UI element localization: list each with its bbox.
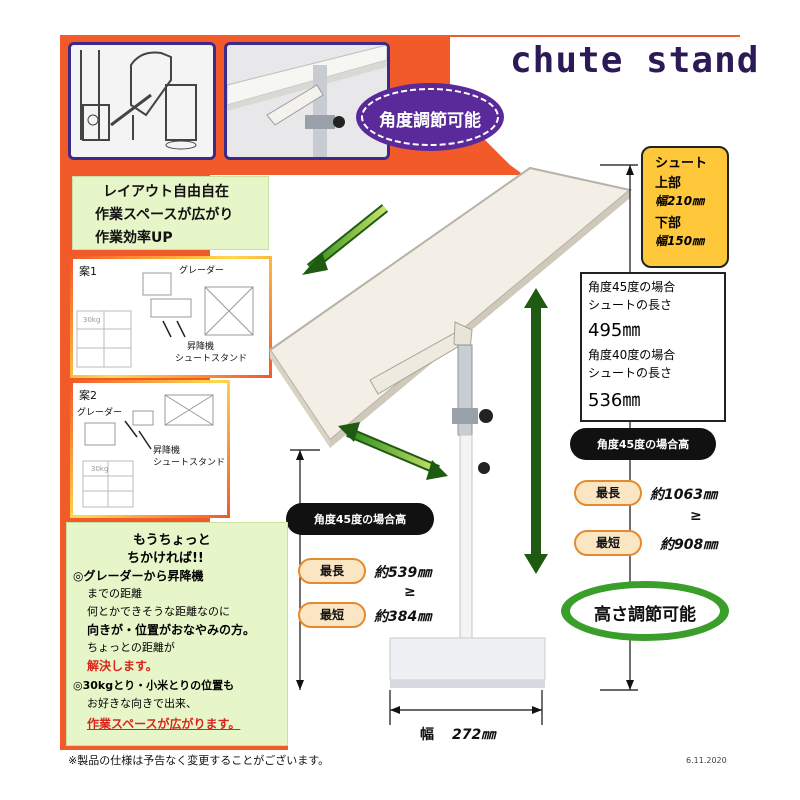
layout-box: レイアウト自由自在 作業スペースが広がり 作業効率UP bbox=[72, 176, 269, 250]
chute-spec-line-2: 上部 bbox=[655, 176, 682, 191]
right-height-header: 角度45度の場合高 bbox=[570, 428, 716, 460]
footer-note: ※製品の仕様は予告なく変更することがございます。 bbox=[68, 754, 330, 767]
plan-1-bag-label: 30kg bbox=[83, 316, 101, 324]
right-approx: ≥ bbox=[690, 508, 702, 524]
plan-2-drawing bbox=[82, 394, 214, 508]
plan-1-lift-label: 昇降機 bbox=[187, 342, 215, 352]
left-max-value: 約539㎜ bbox=[374, 565, 432, 581]
chute-stand-product bbox=[268, 166, 633, 688]
left-min-label: 最短 bbox=[298, 602, 366, 628]
height-adjustable-badge: 高さ調節可能 bbox=[560, 580, 730, 642]
plan-2-label: 案2 bbox=[79, 389, 97, 402]
promo-line-6: 向きが・位置がおなやみの方。 bbox=[87, 623, 256, 637]
length-spec-line-4: シュートの長さ bbox=[588, 366, 673, 380]
length-spec-line-2: シュートの長さ bbox=[588, 298, 673, 312]
plan-2-stand-label: シュートスタンド bbox=[153, 458, 226, 468]
right-max-label: 最長 bbox=[574, 480, 642, 506]
width-value: 272㎜ bbox=[452, 727, 496, 743]
plan-1-drawing bbox=[76, 272, 254, 368]
bracket-photo bbox=[224, 42, 390, 160]
right-min-value: 約908㎜ bbox=[660, 537, 718, 553]
page-title: chute stand bbox=[510, 40, 760, 81]
length-spec-box: 角度45度の場合 シュートの長さ 495㎜ 角度40度の場合 シュートの長さ 5… bbox=[580, 272, 726, 422]
angle-adjustable-badge: 角度調節可能 bbox=[355, 82, 505, 152]
chute-spec-line-1: シュート bbox=[655, 156, 708, 171]
chute-spec-line-3: 幅210㎜ bbox=[655, 194, 705, 208]
illustration-photo bbox=[68, 42, 216, 160]
promo-line-1: もうちょっと bbox=[133, 533, 211, 548]
length-spec-line-1: 角度45度の場合 bbox=[588, 280, 676, 294]
plan-1-grader-label: グレーダー bbox=[179, 266, 225, 276]
chute-spec-line-4: 下部 bbox=[655, 216, 682, 231]
layout-line-1: レイアウト自由自在 bbox=[103, 184, 229, 200]
left-approx: ≥ bbox=[404, 584, 416, 600]
left-max-label: 最長 bbox=[298, 558, 366, 584]
promo-line-7: ちょっとの距離が bbox=[87, 641, 175, 654]
angle-adjustable-label: 角度調節可能 bbox=[379, 111, 481, 131]
badge-burst-shape bbox=[356, 83, 504, 151]
promo-line-2: ちかければ!! bbox=[127, 551, 204, 566]
width-label: 幅 bbox=[420, 727, 434, 743]
promo-line-11: 作業スペースが広がります。 bbox=[87, 717, 241, 731]
promo-line-4: までの距離 bbox=[87, 587, 142, 600]
height-adjustable-label: 高さ調節可能 bbox=[594, 605, 696, 625]
plan-2-diagram: 案2 グレーダー 昇降機 シュートスタンド 30kg bbox=[70, 380, 230, 518]
promo-line-10: お好きな向きで出来、 bbox=[87, 697, 197, 710]
promo-line-5: 何とかできそうな距離なのに bbox=[87, 605, 230, 618]
promo-box: もうちょっと ちかければ!! ◎グレーダーから昇降機 までの距離 何とかできそう… bbox=[66, 522, 288, 746]
green-arrows bbox=[302, 204, 548, 574]
plan-2-grader-label: グレーダー bbox=[77, 408, 123, 418]
plan-2-lift-label: 昇降機 bbox=[153, 446, 181, 456]
promo-line-3: ◎グレーダーから昇降機 bbox=[73, 569, 204, 583]
left-height-header: 角度45度の場合高 bbox=[286, 503, 434, 535]
plan-2-bag-label: 30kg bbox=[91, 465, 109, 473]
promo-line-8: 解決します。 bbox=[87, 659, 158, 673]
layout-line-2: 作業スペースが広がり bbox=[95, 207, 234, 223]
chute-spec-box: シュート 上部 幅210㎜ 下部 幅150㎜ bbox=[641, 146, 729, 268]
chute-spec-line-5: 幅150㎜ bbox=[655, 234, 705, 248]
right-max-value: 約1063㎜ bbox=[650, 487, 717, 503]
length-spec-value-1: 495㎜ bbox=[588, 320, 641, 341]
plan-1-diagram: 案1 グレーダー 30kg 昇降機 シュートスタンド bbox=[70, 256, 272, 378]
left-min-value: 約384㎜ bbox=[374, 609, 432, 625]
right-min-label: 最短 bbox=[574, 530, 642, 556]
promo-line-9: ◎30kgとり・小米とりの位置も bbox=[73, 679, 235, 692]
length-spec-value-2: 536㎜ bbox=[588, 390, 641, 411]
layout-line-3: 作業効率UP bbox=[95, 230, 173, 246]
height-badge-shape bbox=[561, 581, 729, 641]
length-spec-line-3: 角度40度の場合 bbox=[588, 348, 676, 362]
plan-1-label: 案1 bbox=[79, 265, 97, 278]
plan-1-stand-label: シュートスタンド bbox=[175, 354, 248, 364]
date-label: 6.11.2020 bbox=[686, 756, 727, 765]
